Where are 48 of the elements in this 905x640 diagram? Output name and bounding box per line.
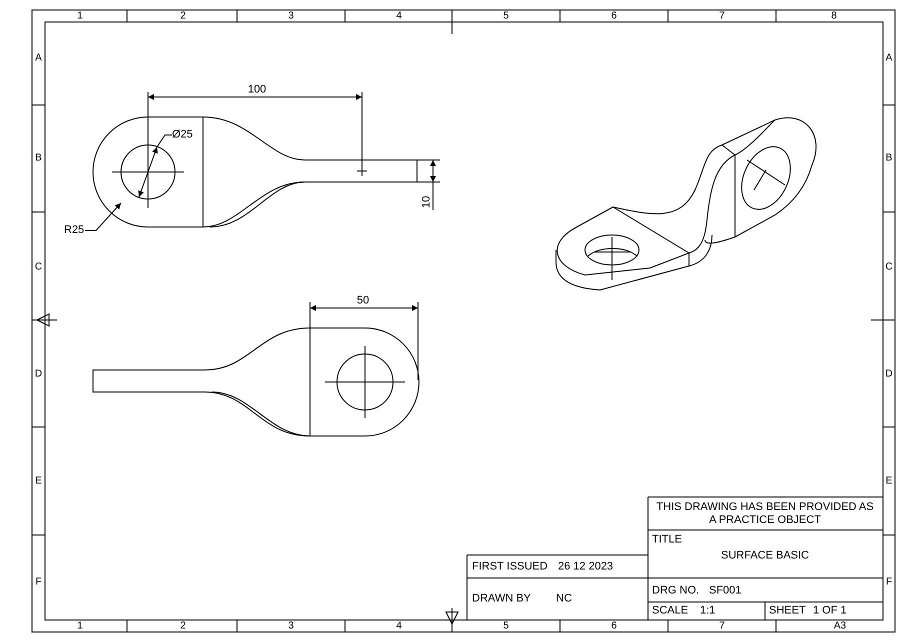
grid-reference: B [35, 152, 42, 164]
grid-reference: B [886, 152, 892, 164]
grid-reference: F [35, 576, 42, 588]
field-label: SHEET [769, 604, 806, 618]
field-label: SCALE [652, 604, 688, 618]
grid-reference: 7 [719, 620, 725, 632]
grid-reference: 3 [288, 620, 294, 632]
field-value: 1 OF 1 [813, 604, 847, 618]
grid-reference: E [35, 474, 42, 488]
grid-reference: 4 [396, 620, 402, 632]
grid-reference: 6 [611, 10, 617, 22]
grid-reference: 1 [77, 620, 83, 632]
dimension-text: 50 [356, 294, 370, 308]
field-value: SF001 [709, 584, 742, 598]
field-value: NC [556, 592, 572, 606]
grid-reference: C [885, 260, 893, 274]
grid-reference: 1 [77, 10, 83, 22]
grid-reference: A [886, 52, 892, 64]
dimension-text: 10 [420, 196, 434, 208]
field-value: SURFACE BASIC [720, 550, 810, 562]
grid-reference: C [34, 260, 42, 274]
field-label: DRAWN BY [472, 592, 531, 606]
grid-reference: 2 [180, 620, 186, 632]
dimension-text: Ø25 [172, 128, 193, 142]
field-label: TITLE [652, 534, 682, 546]
dimension-text: 100 [248, 84, 266, 96]
grid-reference: D [885, 368, 893, 380]
dimension-text: R25 [64, 224, 84, 237]
grid-reference: 5 [503, 10, 509, 22]
grid-reference: F [886, 576, 892, 588]
field-label: DRG NO. [652, 584, 700, 598]
grid-reference: 6 [611, 620, 617, 632]
grid-reference: 7 [719, 10, 725, 22]
grid-reference: 4 [396, 10, 402, 22]
leader-line [84, 202, 122, 231]
field-label: FIRST ISSUED [472, 560, 548, 574]
grid-reference: A [35, 52, 42, 64]
grid-reference: 5 [503, 620, 509, 632]
grid-reference: D [34, 368, 42, 380]
grid-reference: 2 [180, 10, 186, 22]
sheet-size: A3 [834, 620, 846, 632]
part-top-view-drawing [92, 116, 418, 228]
grid-reference: 8 [831, 10, 837, 22]
grid-reference: 3 [288, 10, 294, 22]
grid-reference: E [886, 474, 892, 488]
field-value: 26 12 2023 [558, 560, 614, 574]
field-value: 1:1 [700, 604, 716, 618]
note-text: THIS DRAWING HAS BEEN PROVIDED AS A PRACTICE OBJECT [655, 501, 875, 527]
